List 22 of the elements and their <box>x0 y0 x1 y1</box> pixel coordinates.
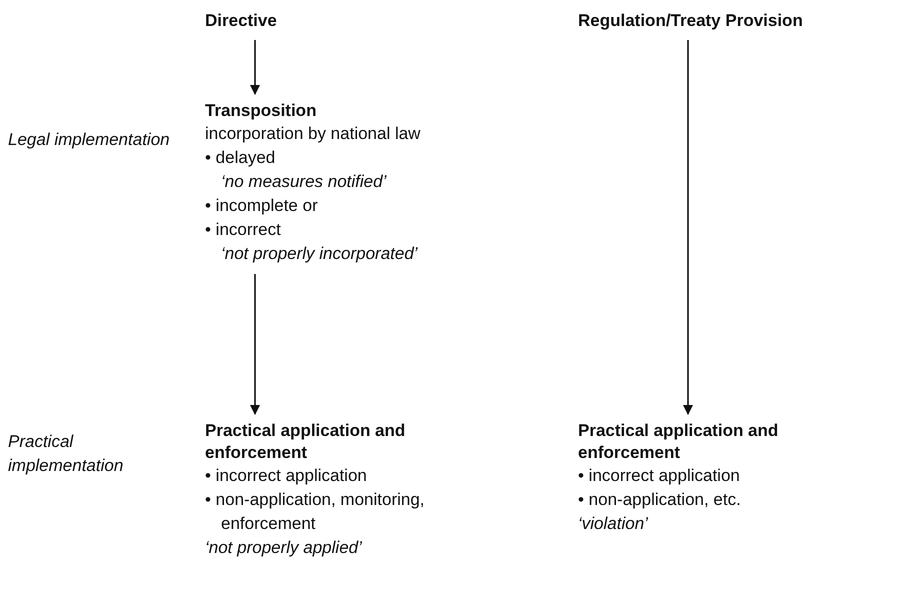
body-text: ‘violation’ <box>578 513 649 535</box>
heading-text: Practical application and enforcement <box>205 420 406 464</box>
bullet-item: • incorrect application <box>205 465 368 487</box>
body-text: ‘not properly incorporated’ <box>220 243 419 265</box>
body-text: ‘not properly applied’ <box>205 537 363 559</box>
bullet-item: • delayed <box>205 147 276 169</box>
bullet-item: • incorrect <box>205 219 282 241</box>
bullet-item: • incorrect application <box>578 465 741 487</box>
heading-text: Practical application and enforcement <box>578 420 780 464</box>
bullet-item: • incomplete or <box>205 195 319 217</box>
heading-text: Directive <box>205 10 278 32</box>
arrow <box>250 274 260 415</box>
body-text: ‘no measures notified’ <box>220 171 388 193</box>
bullet-item: • non-application, monitoring, enforcement <box>205 489 426 535</box>
heading-text: Regulation/Treaty Provision <box>578 10 804 32</box>
body-text: incorporation by national law <box>205 123 422 145</box>
arrow <box>683 40 693 415</box>
stage-label: Practical implementation <box>8 431 124 477</box>
arrow <box>250 40 260 95</box>
heading-text: Transposition <box>205 100 318 122</box>
bullet-item: • non-application, etc. <box>578 489 742 511</box>
stage-label: Legal implementation <box>8 129 171 151</box>
